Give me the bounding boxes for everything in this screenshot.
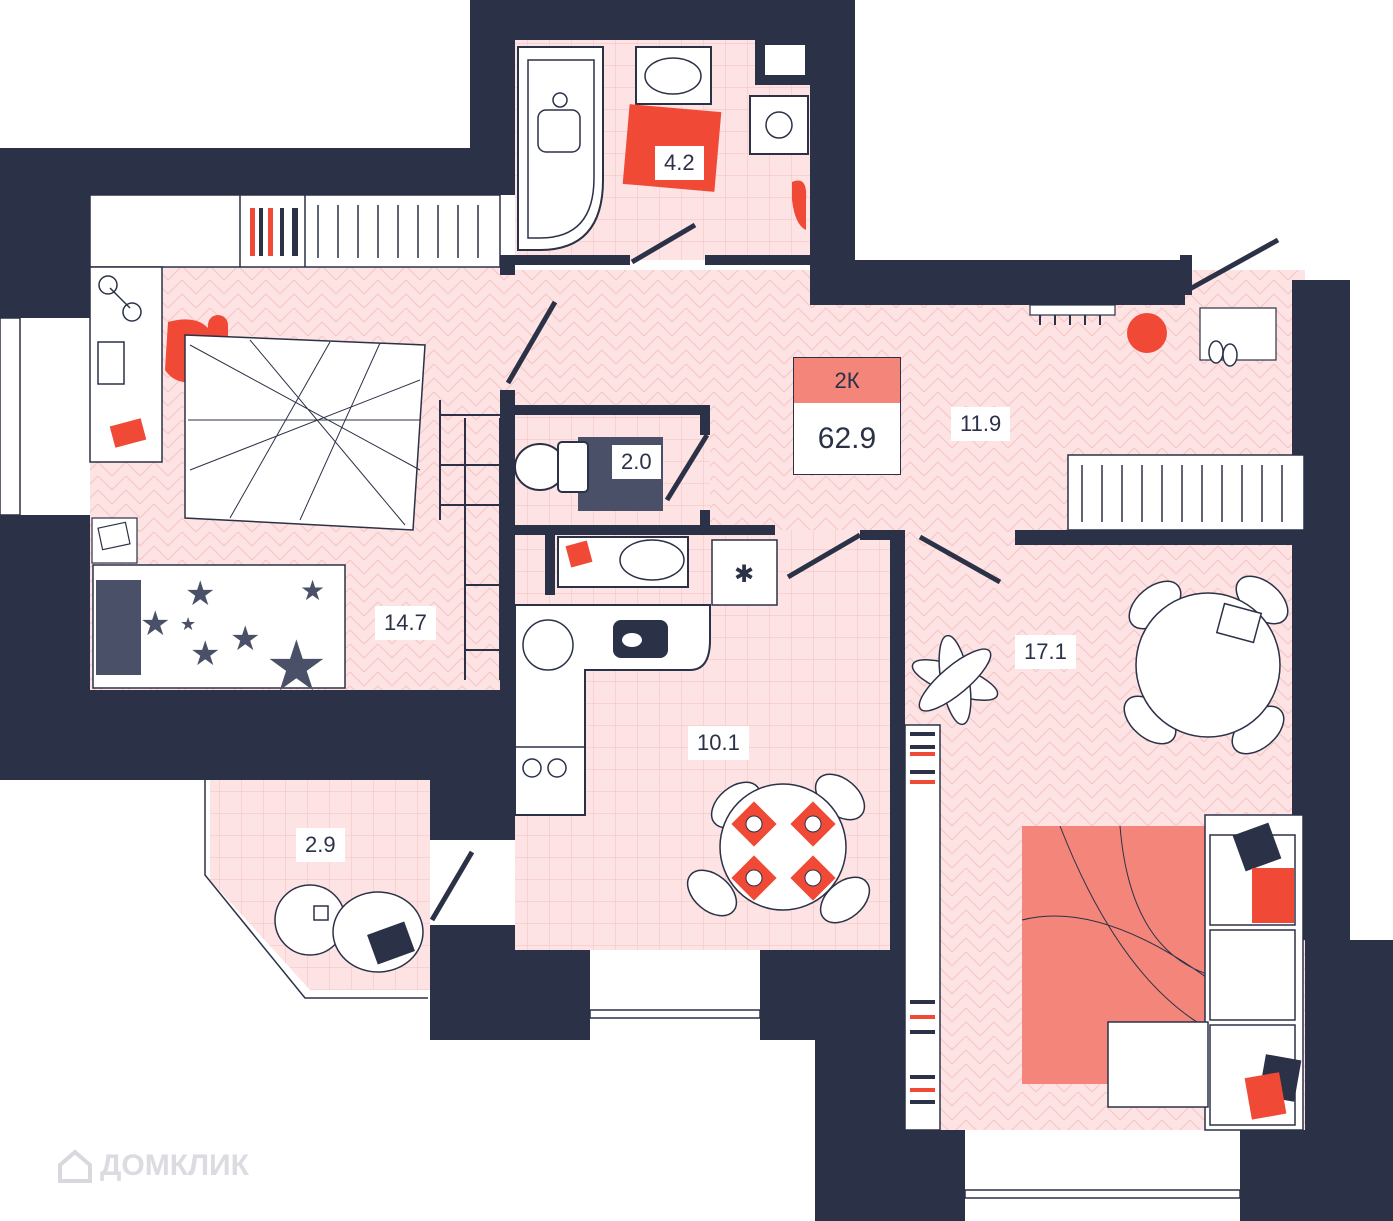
- svg-text:★: ★: [180, 614, 196, 635]
- wardrobe-hallway: [1067, 454, 1305, 531]
- desk: [89, 266, 163, 463]
- washing-machine: [749, 95, 809, 155]
- svg-text:★: ★: [300, 574, 325, 607]
- room-area-hallway: 11.9: [951, 407, 1011, 441]
- home-icon: [58, 1149, 92, 1183]
- svg-text:★: ★: [140, 604, 170, 644]
- freezer: ✱: [711, 539, 778, 606]
- room-area-living: 17.1: [1015, 635, 1076, 669]
- rug-left: [184, 334, 426, 531]
- coat-rack: [1029, 304, 1116, 325]
- apartment-type: 2К: [794, 358, 900, 403]
- shelf-living: [904, 724, 941, 1131]
- room-area-bathroom: 4.2: [655, 146, 704, 180]
- svg-text:★: ★: [265, 625, 328, 707]
- bed-left: ★★★ ★★ ★★: [92, 564, 346, 707]
- shoe-bench: [1199, 307, 1277, 361]
- wardrobe-left: [89, 194, 501, 268]
- room-area-toilet: 2.0: [612, 445, 661, 479]
- slippers: [1208, 340, 1238, 367]
- room-area-balcony: 2.9: [296, 828, 345, 862]
- watermark: ДОМКЛИК: [56, 1148, 249, 1184]
- pouf: [1127, 313, 1167, 353]
- svg-text:✱: ✱: [734, 560, 754, 588]
- dining-table-living: [1123, 575, 1289, 755]
- wall-bars: [439, 400, 501, 680]
- room-area-bedroom: 14.7: [375, 606, 436, 640]
- balcony-furniture: [274, 884, 424, 973]
- dining-table-kitchen: [686, 773, 871, 924]
- cushions: [1232, 822, 1302, 1120]
- plant: [911, 634, 999, 726]
- apartment-badge: 2К 62.9: [793, 357, 901, 475]
- svg-text:★: ★: [185, 574, 215, 614]
- kitchen-counter: [514, 604, 711, 816]
- sink-bathroom: [635, 46, 712, 105]
- room-area-kitchen: 10.1: [688, 726, 749, 760]
- sink-toilet: [557, 536, 689, 588]
- bathtub: [517, 46, 604, 251]
- towel: [792, 180, 807, 230]
- apartment-total-area: 62.9: [817, 422, 877, 455]
- watermark-text: ДОМКЛИК: [100, 1149, 249, 1182]
- books-left: [91, 517, 138, 564]
- windows: [0, 317, 1241, 1199]
- svg-text:★: ★: [230, 619, 260, 659]
- doors: [429, 222, 1280, 922]
- svg-text:★: ★: [190, 634, 220, 674]
